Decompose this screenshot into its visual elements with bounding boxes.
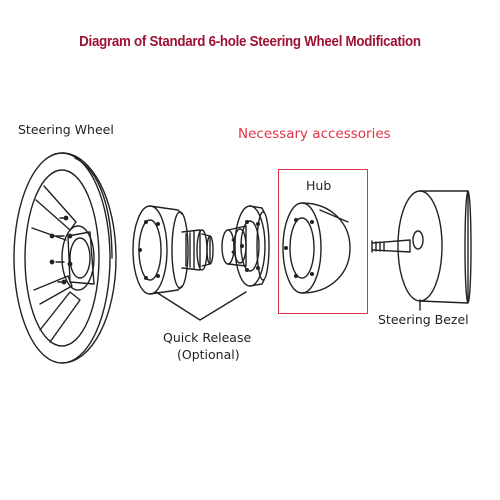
steering-wheel-graphic <box>13 152 117 364</box>
quick-release-label: Quick Release <box>163 330 252 345</box>
steering-wheel-label: Steering Wheel <box>18 122 114 137</box>
necessary-accessories-box <box>278 169 368 314</box>
necessary-accessories-label: Necessary accessories <box>238 126 391 142</box>
steering-bezel-graphic <box>371 190 472 304</box>
diagram-title: Diagram of Standard 6-hole Steering Whee… <box>79 34 421 50</box>
quick-release-leader-line <box>155 291 247 321</box>
steering-bezel-label: Steering Bezel <box>378 312 469 327</box>
hub-label: Hub <box>306 178 332 193</box>
quick-release-optional-label: (Optional) <box>177 347 240 362</box>
hub-graphic <box>282 202 351 294</box>
quick-release-base-graphic <box>132 205 214 295</box>
quick-release-adapter-graphic <box>221 205 270 287</box>
